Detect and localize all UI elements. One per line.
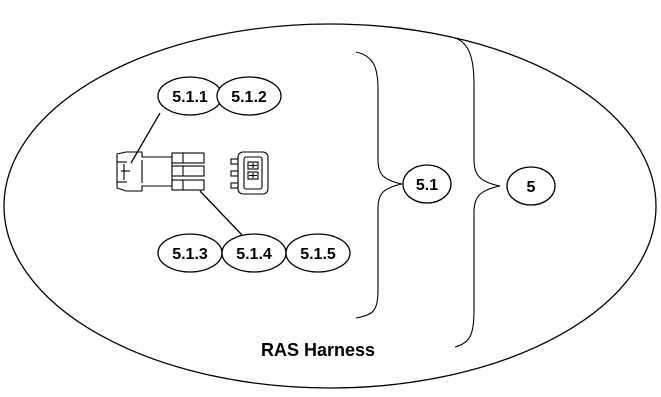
callout-5-1-3: 5.1.3 (157, 233, 223, 273)
callout-label-5-1-2: 5.1.2 (231, 89, 267, 106)
brace-5 (454, 37, 501, 348)
callout-5: 5 (506, 166, 556, 206)
leader-line-5-1-4 (199, 190, 243, 236)
callout-label-5-1-1: 5.1.1 (172, 89, 208, 106)
diagram-title: RAS Harness (261, 340, 375, 360)
callout-label-5: 5 (527, 179, 536, 196)
callout-label-5-1: 5.1 (416, 177, 438, 194)
callout-5-1-5: 5.1.5 (285, 233, 351, 273)
harness-boundary (3, 23, 657, 389)
callout-5-1-1: 5.1.1 (157, 76, 223, 116)
callout-5-1: 5.1 (402, 164, 452, 204)
callout-label-5-1-3: 5.1.3 (172, 246, 208, 263)
leader-line-5-1-1 (130, 112, 161, 164)
brace-5-1 (355, 51, 403, 319)
connector-plug-icon (116, 151, 205, 192)
connector-receptacle-icon (230, 151, 269, 195)
callout-5-1-2: 5.1.2 (216, 76, 282, 116)
callout-label-5-1-5: 5.1.5 (300, 246, 336, 263)
callout-5-1-4: 5.1.4 (221, 233, 287, 273)
callout-label-5-1-4: 5.1.4 (236, 246, 272, 263)
